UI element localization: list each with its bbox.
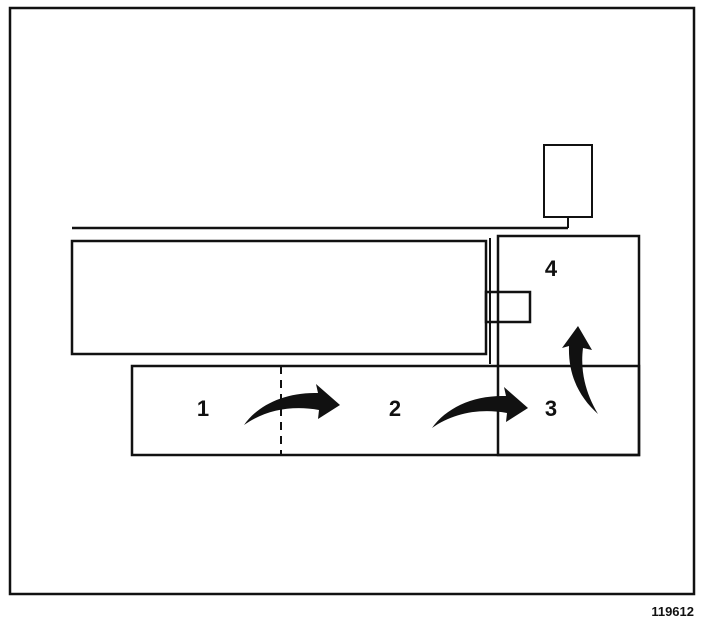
zone-label-1: 1	[197, 396, 209, 421]
long-body	[70, 239, 488, 356]
lower-bar	[130, 364, 641, 457]
top-right-box	[543, 144, 593, 218]
arrow-2-to-3	[432, 387, 528, 428]
connector-block	[484, 290, 532, 324]
outer-frame	[8, 6, 696, 596]
figure-reference-number: 119612	[651, 604, 694, 619]
zone-label-2: 2	[389, 396, 401, 421]
zone-label-3: 3	[545, 396, 557, 421]
arrow-3-to-4	[562, 326, 598, 414]
zone-label-4: 4	[545, 256, 558, 281]
arrow-1-to-2	[244, 384, 340, 425]
